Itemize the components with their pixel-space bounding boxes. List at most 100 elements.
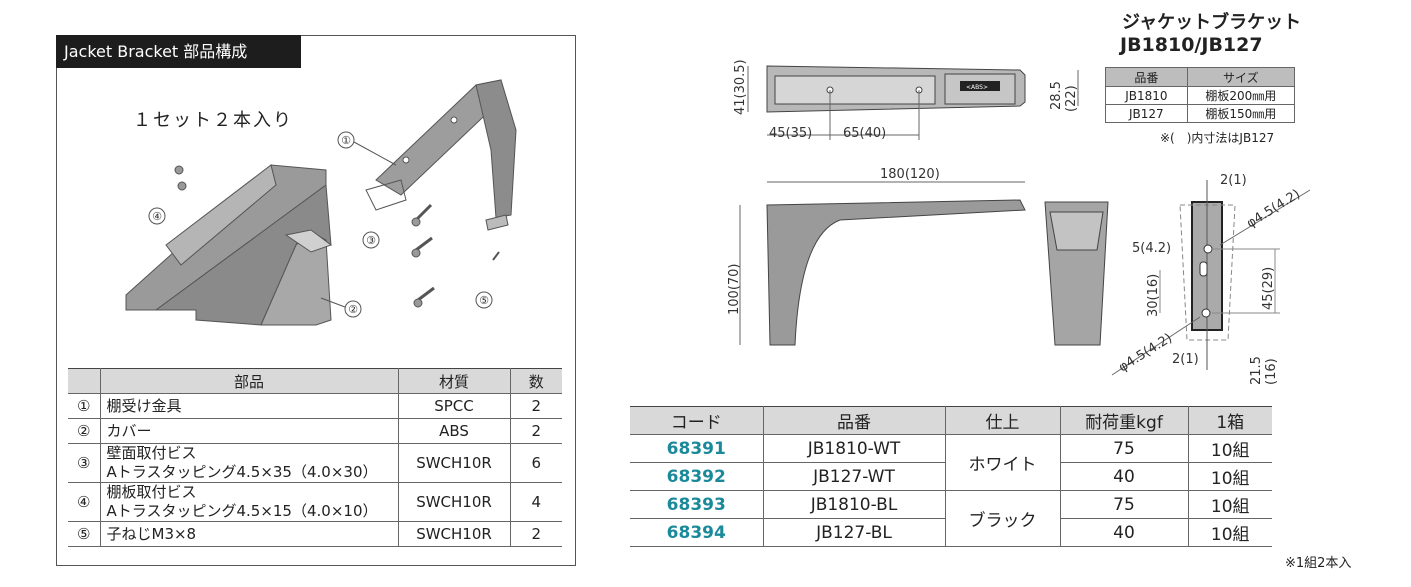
header-size: サイズ	[1186, 67, 1296, 87]
product-finish: ブラック	[944, 490, 1060, 547]
svg-text:④: ④	[152, 210, 162, 223]
part-name-line2: Aトラスタッピング4.5×35（4.0×30）	[106, 463, 378, 481]
table-row: ⑤ 子ねじM3×8 SWCH10R 2	[68, 521, 562, 547]
part-material: SPCC	[397, 393, 510, 419]
part-name-line1: 壁面取付ビス	[106, 444, 197, 462]
product-code: 68391	[630, 434, 763, 463]
dim-bottom-margin-b: (16)	[1264, 358, 1279, 385]
table-row: ① 棚受け金具 SPCC 2	[68, 393, 562, 419]
header-load: 耐荷重kgf	[1059, 406, 1188, 435]
svg-text:③: ③	[366, 234, 376, 247]
header-model: 品番	[1105, 67, 1188, 87]
table-row: 68391 JB1810-WT ホワイト 75 10組	[630, 434, 1272, 491]
product-code: 68392	[630, 462, 763, 491]
part-material: SWCH10R	[397, 482, 510, 522]
product-load: 40	[1059, 518, 1188, 547]
dim-top-end-b: (22)	[1064, 85, 1079, 112]
part-name: カバー	[99, 418, 398, 444]
part-name-line2: Aトラスタッピング4.5×15（4.0×10）	[106, 502, 378, 520]
spec-note: ※( )内寸法はJB127	[1160, 131, 1275, 145]
dim-hole-dia-bottom: φ4.5(4.2)	[1116, 331, 1175, 376]
product-finish: ホワイト	[944, 434, 1060, 491]
part-qty: 2	[509, 418, 562, 444]
dim-length: 180(120)	[880, 167, 940, 182]
part-no: ④	[68, 482, 100, 522]
dim-thickness-bottom: 2(1)	[1172, 352, 1199, 367]
size: 棚板200㎜用	[1186, 86, 1296, 105]
part-material: SWCH10R	[397, 521, 510, 547]
part-qty: 2	[509, 521, 562, 547]
parts-table-header: 部品 材質 数	[68, 368, 562, 394]
dim-hole-dia-top: φ4.5(4.2)	[1244, 187, 1303, 232]
header-box: 1箱	[1187, 406, 1272, 435]
part-qty: 6	[509, 443, 562, 483]
product-code: 68393	[630, 490, 763, 519]
dim-top-end-a: 28.5	[1049, 81, 1064, 110]
part-qty: 4	[509, 482, 562, 522]
table-row: ② カバー ABS 2	[68, 418, 562, 444]
parts-table: 部品 材質 数 ① 棚受け金具 SPCC 2 ② カバー ABS 2 ③ 壁面取…	[68, 368, 562, 547]
bracket-part	[365, 79, 517, 231]
part-material: ABS	[397, 418, 510, 444]
table-row: 68393 JB1810-BL ブラック 75 10組	[630, 490, 1272, 547]
product-model: JB127-BL	[762, 518, 945, 547]
product-load: 40	[1059, 462, 1188, 491]
part-no: ②	[68, 418, 100, 444]
header-no	[68, 368, 100, 394]
dim-hole-offset: 45(35)	[769, 126, 812, 141]
part-name: 子ねじM3×8	[99, 521, 398, 547]
front-view	[1044, 201, 1109, 346]
product-models: JB1810/JB127	[1120, 34, 1263, 56]
model: JB127	[1105, 104, 1188, 123]
header-qty: 数	[509, 368, 562, 394]
dim-top-height: 41(30.5)	[733, 59, 748, 115]
part-name-line1: 棚板取付ビス	[106, 483, 197, 501]
product-code: 68394	[630, 518, 763, 547]
table-row: 68392 JB127-WT 40 10組	[630, 462, 1272, 491]
svg-text:②: ②	[348, 303, 358, 316]
back-view-drawing: 2(1) φ4.5(4.2) 5(4.2) 30(16) 45(29) φ4.5…	[1111, 173, 1311, 385]
product-box: 10組	[1187, 518, 1272, 547]
part-no: ⑤	[68, 521, 100, 547]
part-no: ③	[68, 443, 100, 483]
side-view: 180(120) 100(70)	[727, 167, 1026, 346]
svg-text:⑤: ⑤	[479, 294, 489, 307]
size: 棚板150㎜用	[1186, 104, 1296, 123]
parts-panel-title: Jacket Bracket 部品構成	[56, 35, 301, 68]
product-box: 10組	[1187, 490, 1272, 519]
footnote: ※1組2本入	[1285, 556, 1352, 571]
header-material: 材質	[397, 368, 510, 394]
dim-hole-span: 45(29)	[1261, 267, 1276, 310]
table-row: 68394 JB127-BL 40 10組	[630, 518, 1272, 547]
part-qty: 2	[509, 393, 562, 419]
screws	[174, 165, 500, 308]
product-box: 10組	[1187, 462, 1272, 491]
abs-label: <ABS>	[966, 84, 988, 91]
dim-slot-length: 30(16)	[1146, 274, 1161, 317]
product-table: コード 品番 仕上 耐荷重kgf 1箱 68391 JB1810-WT ホワイト…	[630, 406, 1272, 547]
product-model: JB1810-BL	[762, 490, 945, 519]
dim-height: 100(70)	[727, 264, 742, 316]
product-table-header: コード 品番 仕上 耐荷重kgf 1箱	[630, 406, 1272, 435]
product-model: JB1810-WT	[762, 434, 945, 463]
part-no: ①	[68, 393, 100, 419]
set-note: １セット２本入り	[133, 110, 293, 131]
dimension-drawing: <ABS> 41(30.5) 28.5 (22) 45(35) 65(40) 1…	[727, 59, 1109, 346]
parts-panel	[56, 35, 576, 566]
dim-thickness-top: 2(1)	[1220, 173, 1247, 188]
part-name: 棚受け金具	[99, 393, 398, 419]
dim-bottom-margin-a: 21.5	[1249, 356, 1264, 385]
product-load: 75	[1059, 434, 1188, 463]
dim-hole-pitch: 65(40)	[843, 126, 886, 141]
top-view: <ABS> 41(30.5) 28.5 (22) 45(35) 65(40)	[733, 59, 1079, 141]
product-box: 10組	[1187, 434, 1272, 463]
dim-slot-offset: 5(4.2)	[1132, 241, 1171, 256]
header-model: 品番	[762, 406, 945, 435]
